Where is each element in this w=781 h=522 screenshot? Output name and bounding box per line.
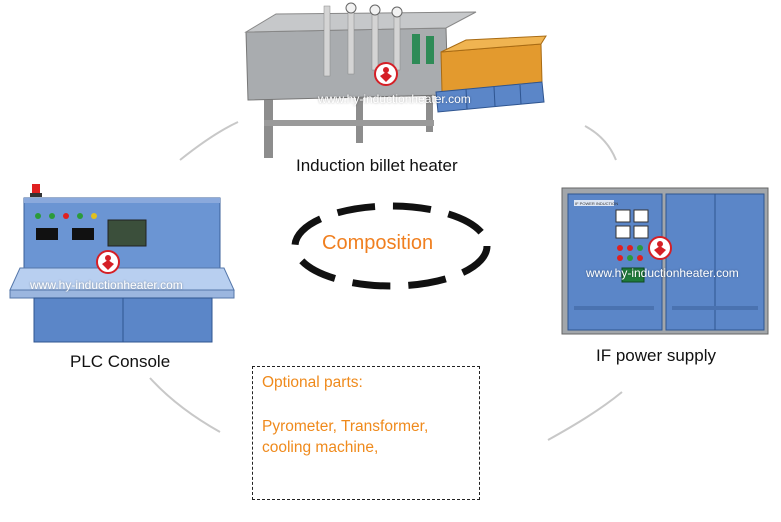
arc-top-left [179,121,239,161]
plc-console-image [9,184,235,343]
watermark-left: www.hy-inductionheater.com [30,278,183,292]
billet-heater-image [244,2,547,158]
composition-label: Composition [322,232,434,254]
power-supply-image: IF POWER INDUCTION [561,187,769,335]
billet-heater-label: Induction billet heater [296,156,458,175]
optional-parts-list: Pyrometer, Transformer, cooling machine, [262,418,429,456]
plc-console-label: PLC Console [70,352,171,371]
power-supply-panel-text: IF POWER INDUCTION [575,201,618,206]
arc-bottom-left [149,377,221,433]
optional-parts-box [252,366,480,500]
arc-bottom-right [547,391,623,441]
watermark-right: www.hy-inductionheater.com [586,266,739,280]
optional-parts-title: Optional parts: [262,374,363,391]
power-supply-label: IF power supply [596,346,716,365]
arc-top-right [584,125,617,161]
watermark-top: www.hy-inductionheater.com [318,92,471,106]
